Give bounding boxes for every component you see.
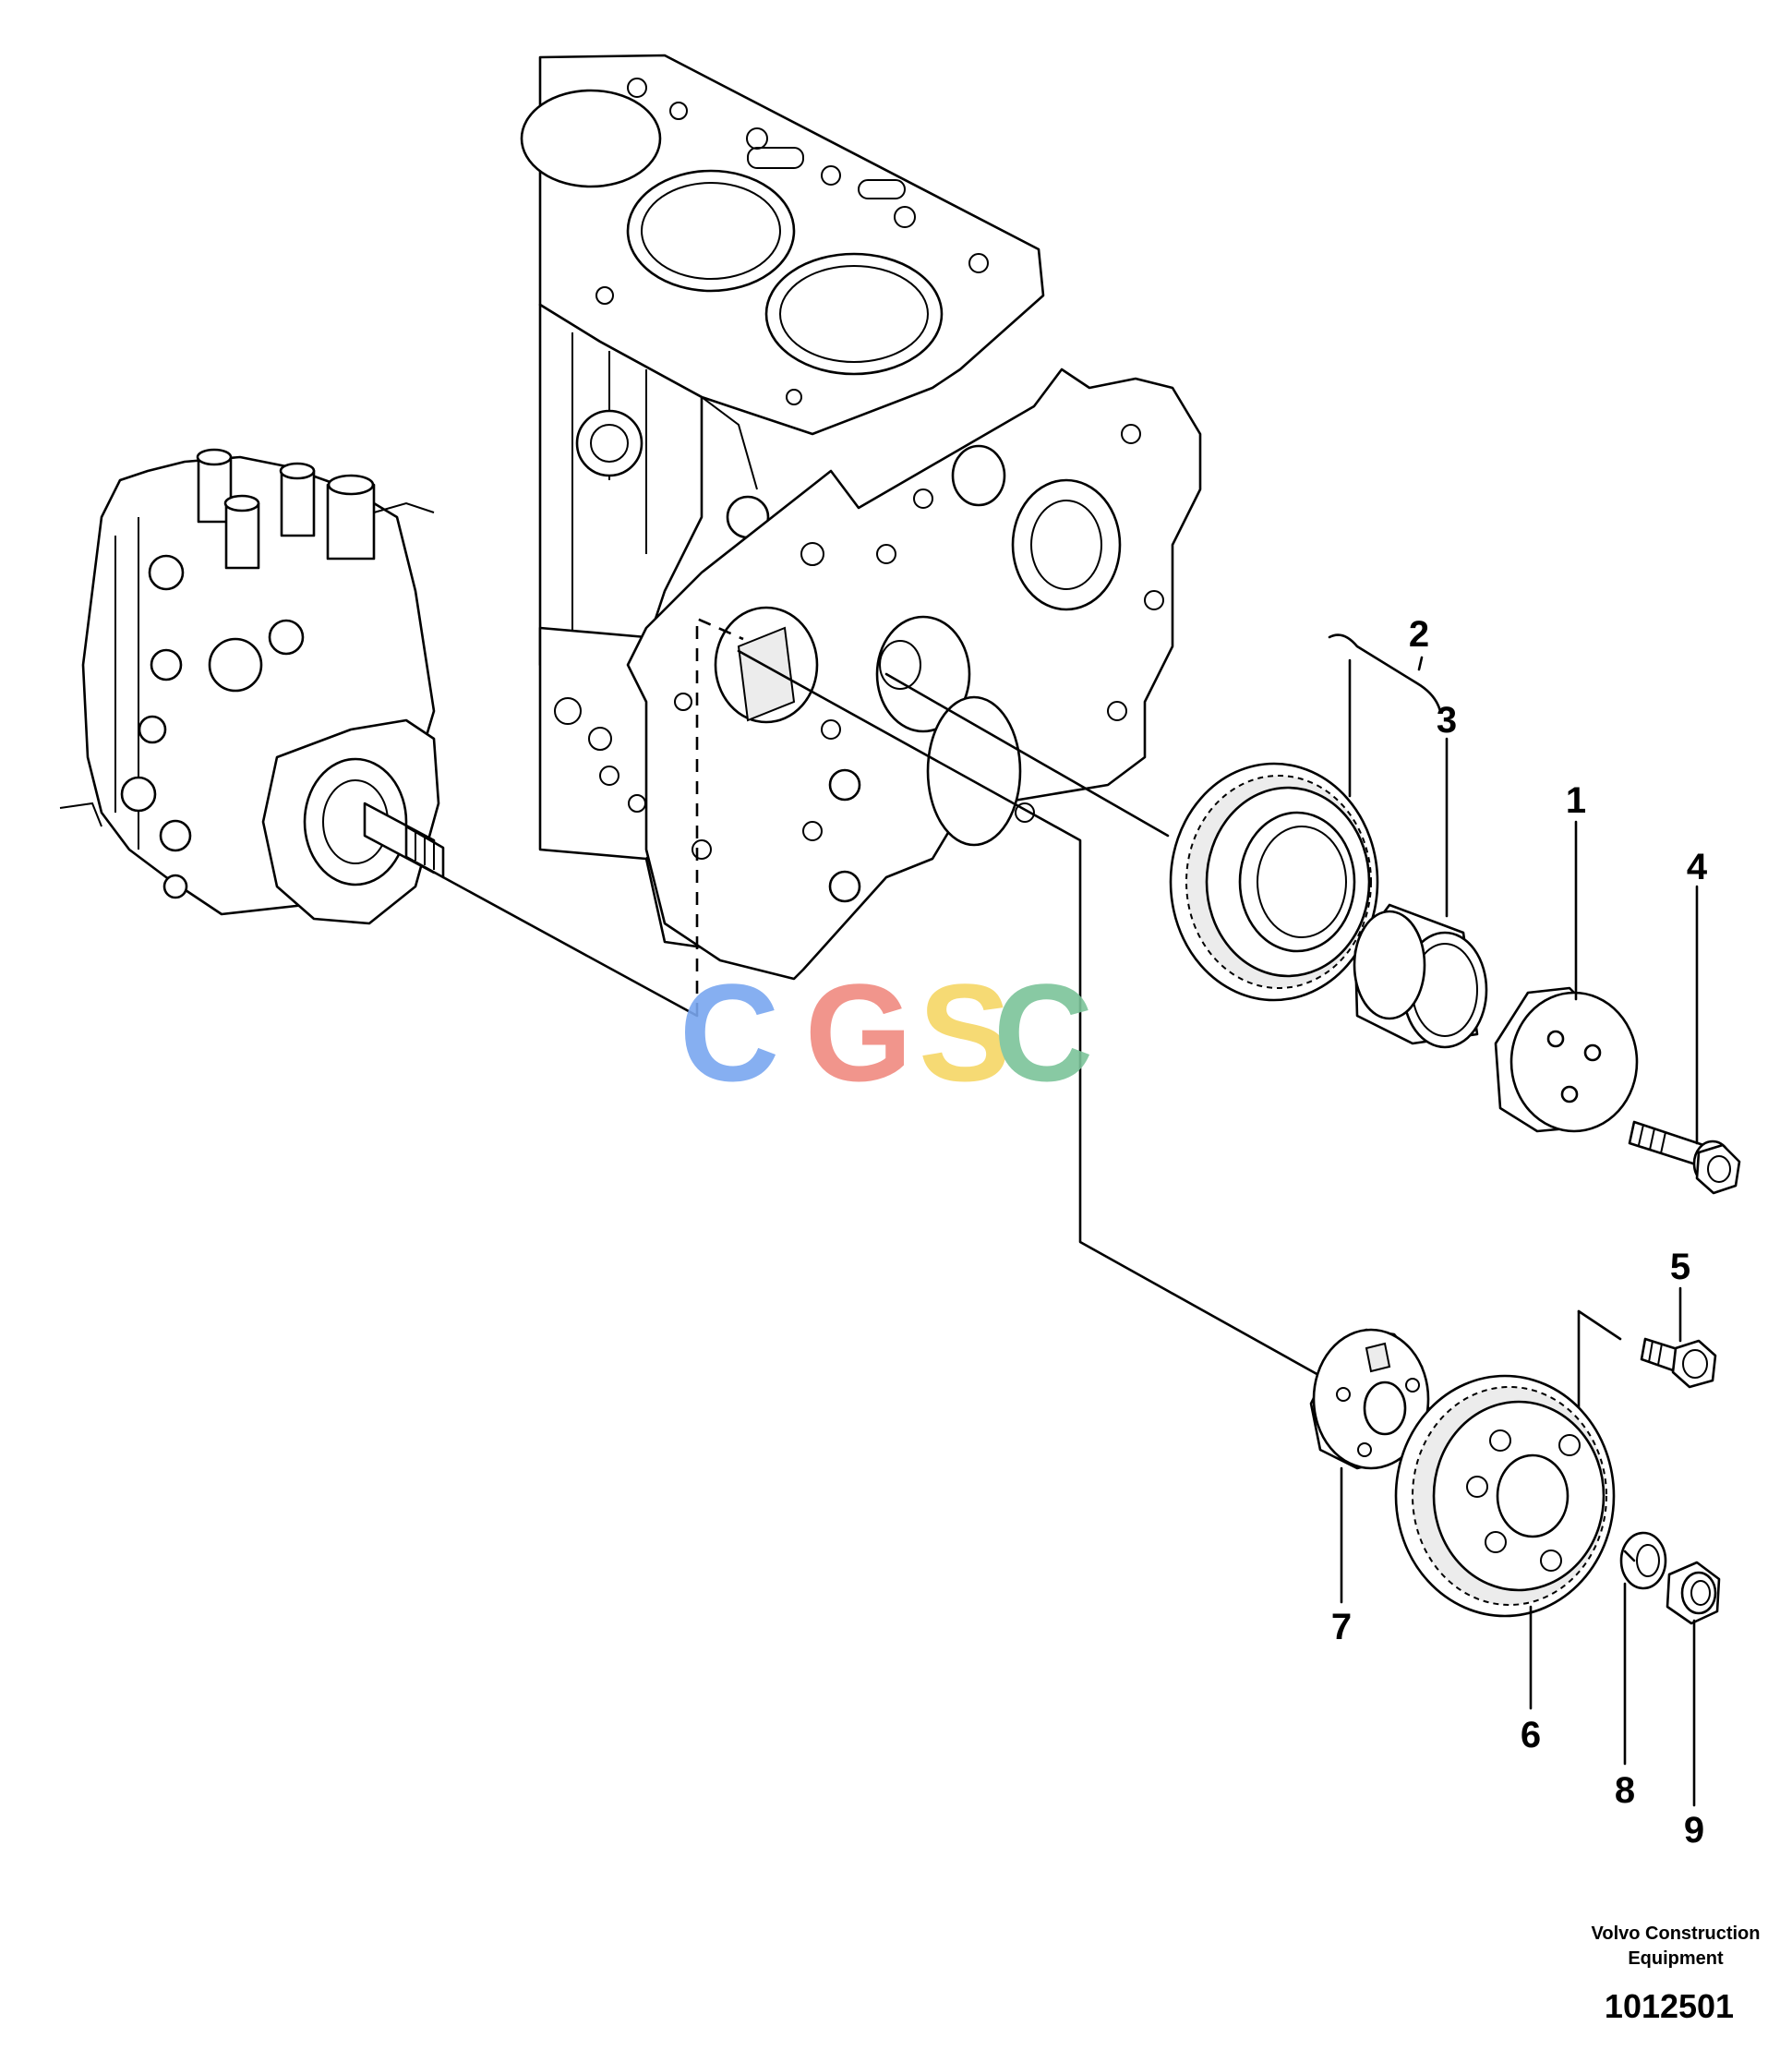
spur-gear-part-6	[1394, 1374, 1616, 1618]
company-name-line-2: Equipment	[1628, 1948, 1724, 1969]
company-name-line-1: Volvo Construction	[1592, 1923, 1761, 1944]
callout-2: 2	[1409, 614, 1429, 655]
watermark-letter-4: C	[993, 955, 1093, 1110]
callout-7: 7	[1331, 1607, 1352, 1647]
callout-leaders	[1328, 633, 1699, 1807]
callout-numbers: 2 3 1 4 5 7 6 8 9	[1331, 614, 1708, 1851]
bushing-part-3	[1353, 903, 1488, 1049]
callout-1: 1	[1566, 780, 1586, 821]
fuel-injection-pump	[59, 448, 445, 925]
callout-9: 9	[1684, 1810, 1704, 1851]
flange-bolt-part-4	[1628, 1120, 1741, 1195]
drawing-footer: Volvo Construction Equipment 1012501	[1592, 1923, 1761, 2025]
engine-block	[520, 54, 1202, 981]
cgsc-watermark: C G S C	[680, 955, 1093, 1110]
nut-part-9	[1666, 1561, 1721, 1625]
callout-6: 6	[1521, 1715, 1541, 1755]
callout-5: 5	[1670, 1247, 1690, 1287]
lock-washer-part-8	[1619, 1531, 1667, 1590]
watermark-letter-2: G	[805, 955, 913, 1110]
callout-3: 3	[1437, 700, 1457, 741]
helical-gear-part-2	[1169, 762, 1379, 1002]
callout-4: 4	[1687, 847, 1708, 887]
drawing-number: 1012501	[1605, 1987, 1734, 2025]
watermark-letter-1: C	[680, 955, 779, 1110]
bolt-part-5	[1640, 1337, 1717, 1389]
callout-8: 8	[1615, 1770, 1635, 1811]
watermark-letter-3: S	[919, 955, 1011, 1110]
idler-shaft-part-1	[1494, 986, 1639, 1133]
